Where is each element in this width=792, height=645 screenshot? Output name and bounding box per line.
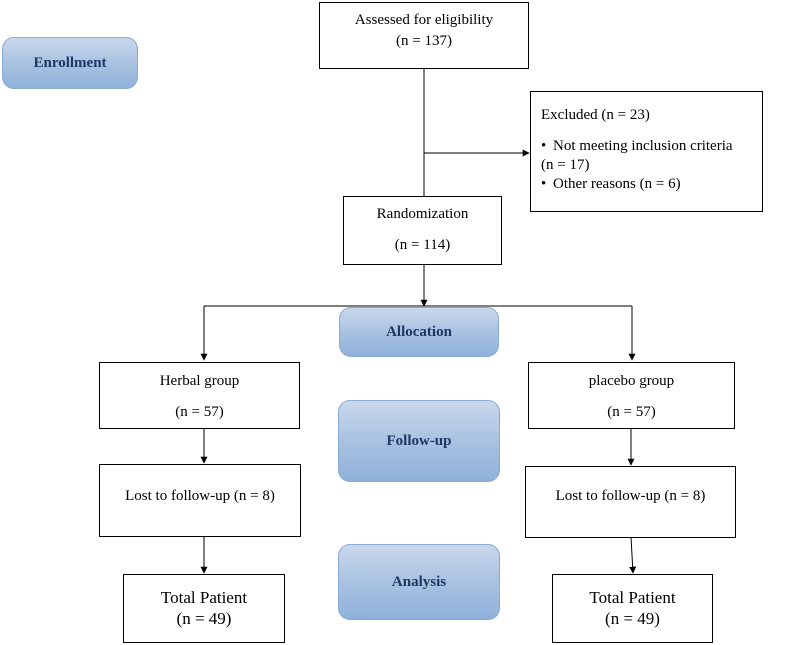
herbal-lost-box: Lost to follow-up (n = 8) xyxy=(99,464,301,537)
herbal-lost-text: Lost to follow-up (n = 8) xyxy=(125,488,275,504)
bullet-icon: • xyxy=(541,138,547,154)
placebo-lost-box: Lost to follow-up (n = 8) xyxy=(525,466,736,538)
excluded-box: Excluded (n = 23) • Not meeting inclusion… xyxy=(530,91,763,212)
randomization-count: (n = 114) xyxy=(394,237,451,253)
herbal-total-count: (n = 49) xyxy=(176,609,232,628)
reason-1-line-2: (n = 17) xyxy=(541,157,590,173)
reason-1-line-1: Not meeting inclusion criteria xyxy=(553,138,733,154)
herbal-group-title: Herbal group xyxy=(159,373,240,389)
randomization-title: Randomization xyxy=(376,206,469,222)
assessed-count: (n = 137) xyxy=(396,33,452,49)
placebo-total-count: (n = 49) xyxy=(605,609,660,628)
excluded-reason-1: • Not meeting inclusion criteria xyxy=(541,137,762,156)
assessed-title: Assessed for eligibility xyxy=(354,12,494,28)
herbal-group-count: (n = 57) xyxy=(175,404,224,420)
excluded-reason-2: • Other reasons (n = 6) xyxy=(541,175,762,194)
placebo-group-count: (n = 57) xyxy=(607,404,656,420)
placebo-total-box: Total Patient (n = 49) xyxy=(552,574,713,643)
bullet-icon: • xyxy=(541,176,547,192)
assessed-box: Assessed for eligibility (n = 137) xyxy=(319,2,529,69)
placebo-lost-to-total-arrow xyxy=(629,536,637,574)
reason-2-text: Other reasons (n = 6) xyxy=(553,176,681,192)
placebo-group-title: placebo group xyxy=(588,373,675,389)
herbal-group-box: Herbal group (n = 57) xyxy=(99,362,300,429)
placebo-group-box: placebo group (n = 57) xyxy=(528,362,735,429)
placebo-lost-text: Lost to follow-up (n = 8) xyxy=(555,488,706,504)
placebo-total-title: Total Patient xyxy=(589,588,676,607)
excluded-title: Excluded (n = 23) xyxy=(541,107,650,123)
allocation-phase-label: Allocation xyxy=(339,307,499,357)
herbal-total-title: Total Patient xyxy=(160,588,248,607)
follow-up-phase-label: Follow-up xyxy=(338,400,500,482)
analysis-phase-label: Analysis xyxy=(338,544,500,620)
herbal-total-box: Total Patient (n = 49) xyxy=(123,574,285,643)
randomization-box: Randomization (n = 114) xyxy=(343,196,502,265)
enrollment-phase-label: Enrollment xyxy=(2,37,138,89)
